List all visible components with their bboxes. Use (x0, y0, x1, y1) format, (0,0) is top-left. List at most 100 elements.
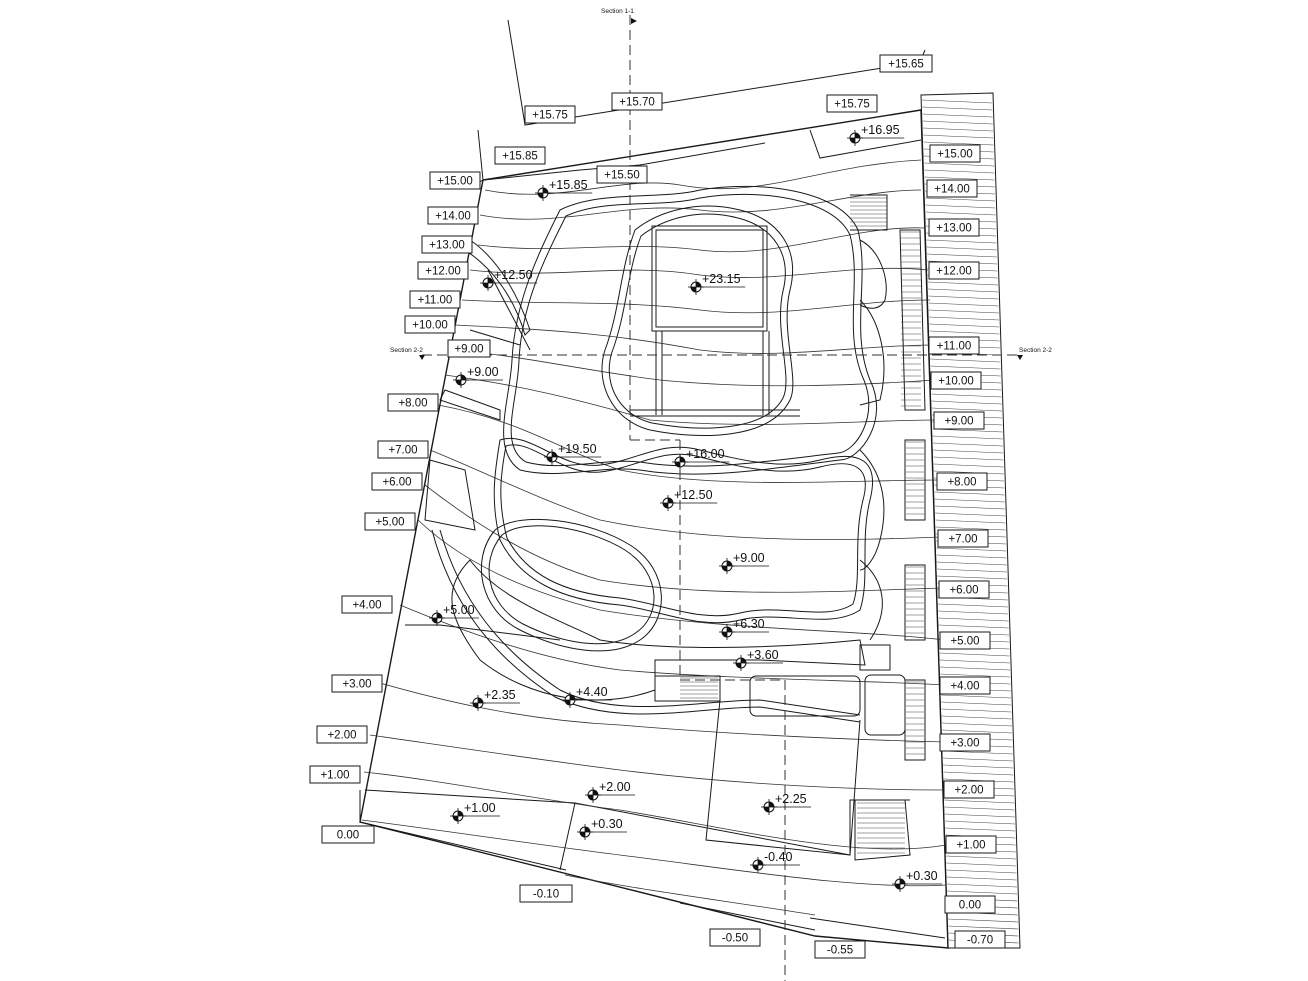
contour-label-box (371, 472, 423, 491)
hatch-line (945, 827, 1016, 832)
hatch-line (941, 708, 1012, 713)
contour-label-box (494, 146, 546, 165)
hatch-line (938, 610, 1009, 615)
contour-label-box (938, 580, 990, 599)
contour-label: +6.00 (938, 580, 990, 599)
contour-label-text: -0.50 (722, 933, 748, 945)
contour-label-text: +15.75 (834, 99, 870, 111)
contour-label-text: +3.00 (950, 738, 979, 750)
hatch-line (927, 253, 998, 258)
contour-label: +15.75 (524, 105, 576, 124)
contour-label-box (421, 235, 473, 254)
contour-label-box (364, 512, 416, 531)
spot-elevation-value: +2.25 (775, 792, 807, 806)
contour-label-box (939, 733, 991, 752)
spot-elevation: +1.00 (449, 801, 500, 825)
hatch-line (924, 162, 995, 167)
hatch-line (934, 498, 1005, 503)
contour-label: +12.00 (417, 261, 469, 280)
spot-elevation: +0.30 (891, 869, 942, 893)
contour-label-text: +6.00 (382, 477, 411, 489)
section-2-2-left-marker (419, 355, 425, 360)
hatch-line (944, 813, 1015, 818)
hatch-line (939, 659, 1010, 664)
contour-label-text: +11.00 (418, 295, 453, 307)
contour-label-text: +12.00 (936, 266, 972, 278)
contour-label-box (309, 765, 361, 784)
hatch-line (948, 918, 1019, 923)
spot-elevation: +9.00 (718, 551, 769, 575)
hatch-line (941, 715, 1012, 720)
hatch-line (936, 568, 1008, 573)
hatch-line (944, 799, 1015, 804)
contour-label-box (524, 105, 576, 124)
contour-label: +7.00 (937, 529, 989, 548)
contour-label-text: +15.85 (502, 151, 538, 163)
contour-label-text: +14.00 (934, 184, 970, 196)
spot-elevation-value: +0.30 (906, 869, 938, 883)
spot-elevation: +12.50 (659, 488, 718, 512)
hatch-line (928, 288, 999, 293)
spot-elevation: +9.00 (452, 365, 503, 389)
hatch-line (931, 407, 1002, 412)
contour-label-box (331, 674, 383, 693)
contour-label-box (929, 144, 981, 163)
contour-label-box (814, 940, 866, 959)
contour-label: +5.00 (364, 512, 416, 531)
contour-label-text: +15.50 (604, 170, 640, 182)
contour-label-text: -0.55 (827, 945, 853, 957)
spot-elevation-value: +19.50 (558, 442, 597, 456)
hatch-line (940, 666, 1011, 671)
contour-label-text: -0.10 (533, 889, 559, 901)
hatch-line (935, 512, 1006, 517)
contour-label-text: +5.00 (950, 636, 979, 648)
hatch-line (946, 869, 1017, 874)
spot-elevation: +15.85 (534, 178, 593, 202)
contour-label: +14.00 (427, 206, 479, 225)
contour-label-box (939, 676, 991, 695)
contour-label-box (429, 171, 481, 190)
contour-label: -0.50 (709, 928, 761, 947)
spot-elevation-value: +0.30 (591, 817, 623, 831)
contour-label-box (596, 165, 648, 184)
contour-label-box (928, 336, 980, 355)
hatch-line (947, 890, 1018, 895)
hatch-line (937, 575, 1008, 580)
contour-label-box (341, 595, 393, 614)
contour-label: +15.00 (429, 171, 481, 190)
contour-label: +1.00 (945, 835, 997, 854)
hatch-line (923, 134, 994, 139)
contour-label-text: +3.00 (342, 679, 371, 691)
hatch-line (935, 519, 1006, 524)
hatch-line (925, 197, 996, 202)
contour-label: -0.10 (519, 884, 573, 903)
hatch-line (936, 561, 1007, 566)
section-1-1-label: Section 1-1 (601, 8, 634, 15)
contour-label-box (409, 290, 461, 309)
building-upper (503, 185, 877, 475)
spot-elevation: +4.40 (561, 685, 612, 709)
contour-label-text: +15.00 (437, 176, 473, 188)
spot-elevation: +16.95 (846, 123, 905, 147)
contour-label-box (316, 725, 368, 744)
contour-label-text: +13.00 (936, 223, 972, 235)
spot-elevation: +5.00 (428, 603, 479, 627)
section-2-2-right-marker (1017, 355, 1023, 360)
contour-labels: +15.65+15.70+15.75+15.75+15.85+15.00+14.… (309, 54, 1006, 959)
contour-label-box (611, 92, 663, 111)
hatch-line (923, 127, 994, 132)
contour-label: +1.00 (309, 765, 361, 784)
contour-label-box (928, 261, 980, 280)
contour-label-box (936, 472, 988, 491)
spot-elevation-value: +9.00 (467, 365, 499, 379)
contour-label-text: +8.00 (947, 477, 976, 489)
spot-elevation: +6.30 (718, 617, 769, 641)
contour-label-box (826, 94, 878, 113)
hatched-strip (920, 92, 1021, 949)
contour-label: -0.70 (954, 930, 1006, 949)
contour-label-box (321, 825, 375, 844)
section-2-2-right-label: Section 2-2 (1019, 347, 1052, 354)
contour-label: +5.00 (939, 631, 991, 650)
hatch-line (940, 694, 1012, 699)
